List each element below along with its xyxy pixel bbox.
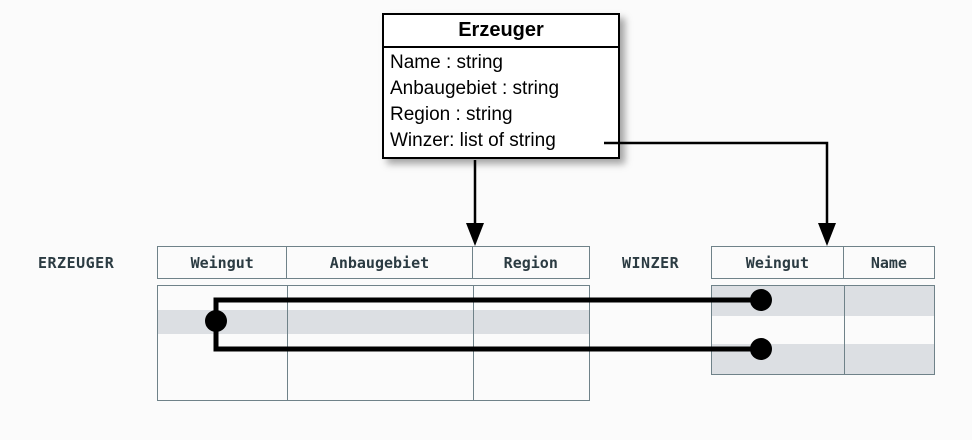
- table-cell: [474, 310, 589, 334]
- table-cell: [158, 358, 288, 400]
- uml-attribute-anbaugebiet: Anbaugebiet : string: [390, 78, 560, 99]
- table-label-winzer: WINZER: [622, 254, 680, 272]
- table-cell: [288, 334, 474, 358]
- table-header-erzeuger: Weingut Anbaugebiet Region: [157, 246, 590, 279]
- column-header-anbaugebiet: Anbaugebiet: [287, 247, 473, 278]
- table-cell: [158, 310, 288, 334]
- table-cell: [845, 344, 934, 374]
- column-header-name: Name: [870, 253, 907, 272]
- uml-class-title: Erzeuger: [384, 15, 618, 48]
- table-cell: [288, 286, 474, 310]
- uml-attribute-winzer: Winzer: list of string: [390, 130, 556, 151]
- column-header-weingut: Weingut: [712, 247, 844, 278]
- uml-attribute-list: Name : string Anbaugebiet : string Regio…: [384, 48, 618, 157]
- table-body-winzer: [711, 285, 935, 375]
- table-body-erzeuger: [157, 285, 590, 401]
- column-header-weingut: Weingut: [158, 247, 288, 278]
- table-row: [712, 286, 934, 316]
- table-row: [158, 334, 589, 358]
- table-cell: [474, 286, 589, 310]
- uml-attribute-region: Region : string: [390, 104, 513, 125]
- table-cell: [474, 334, 589, 358]
- column-header-region: Region: [503, 253, 558, 272]
- table-cell: [712, 316, 845, 344]
- table-row: [158, 310, 589, 334]
- table-row: [712, 316, 934, 344]
- table-cell: [845, 316, 934, 344]
- arrow-to-winzer-icon: [604, 141, 836, 246]
- arrow-to-erzeuger-icon: [466, 160, 484, 246]
- table-row: [712, 344, 934, 374]
- table-row: [158, 358, 589, 400]
- table-cell: [474, 358, 589, 400]
- table-cell: [845, 286, 934, 316]
- table-cell: [712, 286, 845, 316]
- uml-class-box-erzeuger: Erzeuger Name : string Anbaugebiet : str…: [382, 13, 620, 159]
- table-cell: [712, 344, 845, 374]
- table-header-winzer: Weingut Name: [711, 246, 935, 279]
- table-cell: [288, 358, 474, 400]
- table-cell: [158, 334, 288, 358]
- uml-attribute-name: Name : string: [390, 52, 503, 73]
- table-cell: [158, 286, 288, 310]
- table-row: [158, 286, 589, 310]
- table-cell: [288, 310, 474, 334]
- table-label-erzeuger: ERZEUGER: [38, 254, 115, 272]
